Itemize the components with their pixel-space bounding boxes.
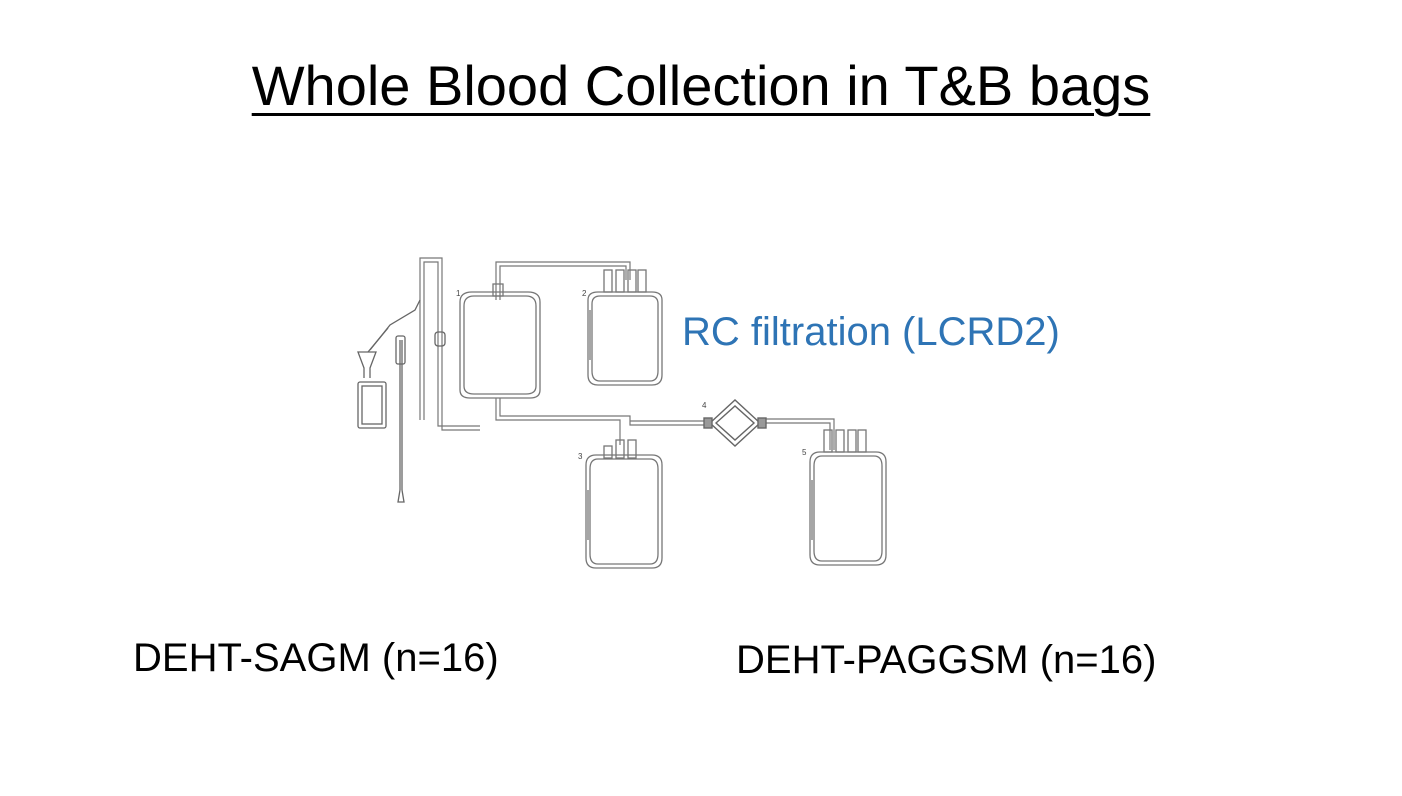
collection-tube	[419, 257, 480, 431]
filter-outlet-tube	[760, 422, 831, 450]
bag-3	[585, 454, 663, 569]
transfer-tube-bottom	[495, 398, 621, 445]
bag-2	[587, 291, 663, 386]
bag-number-4: 4	[702, 401, 707, 410]
transfer-tube-top	[495, 261, 631, 300]
sample-pouch	[357, 381, 387, 429]
bag-number-3: 3	[578, 452, 583, 461]
filtration-label: RC filtration (LCRD2)	[682, 310, 1060, 354]
bag-number-2: 2	[582, 289, 587, 298]
slide-title: Whole Blood Collection in T&B bags	[251, 54, 1151, 117]
blood-bag-system-diagram: 1 2 3 4	[357, 257, 887, 569]
bag-5	[809, 451, 887, 566]
bag-number-5: 5	[802, 448, 807, 457]
deht-paggsm-label: DEHT-PAGGSM (n=16)	[736, 638, 1157, 682]
deht-sagm-label: DEHT-SAGM (n=16)	[133, 636, 499, 680]
bag-number-1: 1	[456, 289, 461, 298]
bag-1	[459, 291, 541, 399]
